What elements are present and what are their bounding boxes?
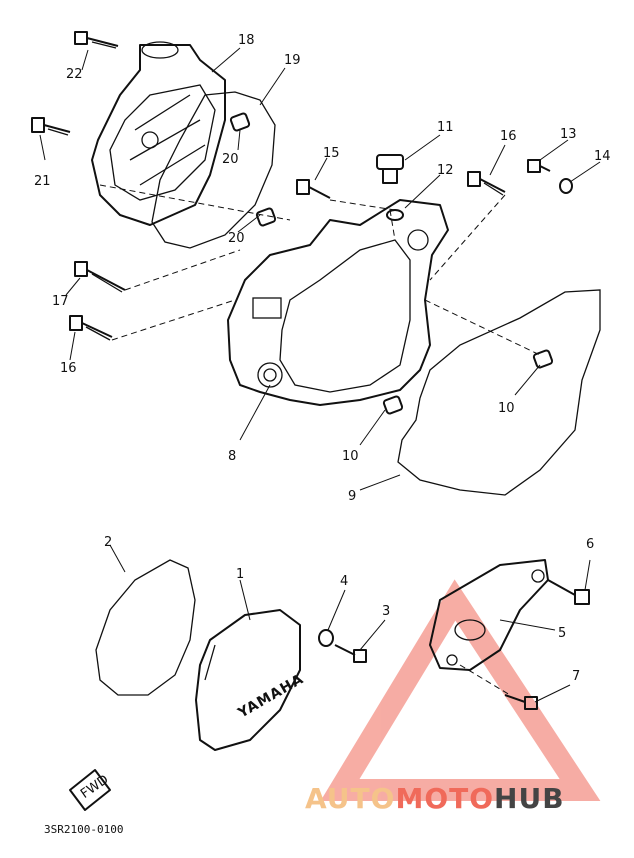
callout-9: 9 xyxy=(348,489,356,504)
callout-20-upper: 20 xyxy=(222,152,239,167)
bolt-3 xyxy=(334,644,367,663)
callout-20-lower: 20 xyxy=(228,231,245,246)
callout-10-left: 10 xyxy=(342,449,359,464)
watermark-part1: AUTO xyxy=(305,782,395,815)
callout-11: 11 xyxy=(437,120,454,135)
callout-17: 17 xyxy=(52,294,69,309)
callout-1: 1 xyxy=(236,567,244,582)
bracket-5-part xyxy=(429,559,549,671)
callout-18: 18 xyxy=(238,33,255,48)
bolt-16-left xyxy=(69,315,113,341)
callout-8: 8 xyxy=(228,449,236,464)
callout-16-right: 16 xyxy=(500,129,517,144)
callout-10-right: 10 xyxy=(498,401,515,416)
magneto-cover-part: YAMAHA xyxy=(195,609,307,751)
watermark-part2: MOTO xyxy=(395,782,494,815)
washer-4 xyxy=(318,629,334,647)
callout-19: 19 xyxy=(284,53,301,68)
outer-gasket-part xyxy=(151,91,276,249)
washer-14 xyxy=(559,178,573,194)
callout-13: 13 xyxy=(560,127,577,142)
bolt-17 xyxy=(74,261,126,293)
fwd-label: FWD xyxy=(78,772,111,802)
dowel-pin-lower xyxy=(255,207,277,227)
callout-22: 22 xyxy=(66,67,83,82)
callout-16-left: 16 xyxy=(60,361,77,376)
callout-5: 5 xyxy=(558,626,566,641)
callout-4: 4 xyxy=(340,574,348,589)
callout-15: 15 xyxy=(323,146,340,161)
bolt-21 xyxy=(31,117,71,136)
cover-brand-text: YAMAHA xyxy=(235,671,307,722)
watermark-text: AUTOMOTOHUB xyxy=(305,782,565,815)
dowel-pin-upper xyxy=(229,112,251,132)
dowel-10-left xyxy=(382,395,404,415)
filler-plug-11 xyxy=(376,154,404,184)
fwd-arrow-icon: FWD xyxy=(69,769,111,811)
lower-gasket-part xyxy=(95,559,196,696)
callout-21: 21 xyxy=(34,174,51,189)
callout-2: 2 xyxy=(104,535,112,550)
bolt-15 xyxy=(296,179,331,199)
bolt-13 xyxy=(527,159,551,173)
crankcase-cover-part xyxy=(227,199,449,406)
watermark-part3: HUB xyxy=(494,782,565,815)
callout-7: 7 xyxy=(572,669,580,684)
bolt-22 xyxy=(74,31,119,49)
callout-14: 14 xyxy=(594,149,611,164)
dowel-10-right xyxy=(532,349,554,369)
callout-12: 12 xyxy=(437,163,454,178)
callout-3: 3 xyxy=(382,604,390,619)
cover-gasket-part xyxy=(397,289,601,496)
outer-cover-part xyxy=(91,41,226,226)
bolt-6 xyxy=(547,579,590,605)
watermark-logo-icon xyxy=(320,579,601,801)
diagram-code: 3SR2100-0100 xyxy=(44,823,123,836)
bolt-7 xyxy=(504,694,538,710)
bolt-16-right xyxy=(467,171,506,196)
callout-6: 6 xyxy=(586,537,594,552)
o-ring-12 xyxy=(386,209,404,221)
